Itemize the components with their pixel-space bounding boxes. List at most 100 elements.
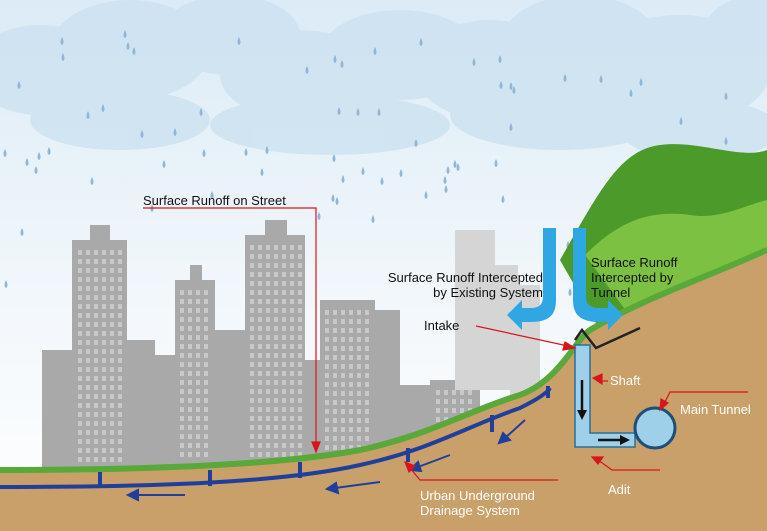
building-window — [250, 380, 254, 385]
building-window — [298, 425, 302, 430]
building-window — [282, 272, 286, 277]
building-window — [365, 328, 369, 333]
building-window — [86, 268, 90, 273]
building-window — [357, 355, 361, 360]
building-window — [298, 254, 302, 259]
building-window — [94, 250, 98, 255]
building-window — [94, 448, 98, 453]
building-window — [196, 353, 200, 358]
building-window — [290, 317, 294, 322]
rain-drop — [47, 147, 51, 155]
adit-label: Adit — [608, 482, 631, 497]
building-window — [452, 399, 456, 404]
building-window — [290, 299, 294, 304]
building-window — [102, 349, 106, 354]
building-window — [196, 398, 200, 403]
building-window — [282, 263, 286, 268]
building-window — [333, 328, 337, 333]
building-window — [188, 362, 192, 367]
building-window — [349, 355, 353, 360]
building-window — [86, 313, 90, 318]
building-window — [204, 443, 208, 448]
building-window — [118, 286, 122, 291]
building-window — [180, 380, 184, 385]
building-window — [188, 308, 192, 313]
building-window — [110, 286, 114, 291]
building-window — [250, 344, 254, 349]
rain-drop — [341, 175, 345, 183]
building-window — [110, 340, 114, 345]
building-window — [118, 331, 122, 336]
building-window — [86, 412, 90, 417]
building-window — [102, 394, 106, 399]
building-window — [282, 317, 286, 322]
building-window — [118, 340, 122, 345]
rain-drop — [173, 128, 177, 136]
building-window — [274, 434, 278, 439]
building-window — [102, 403, 106, 408]
building-window — [290, 245, 294, 250]
building-window — [196, 380, 200, 385]
rain-drop — [162, 160, 166, 168]
building-window — [258, 452, 262, 457]
main-tunnel-label: Main Tunnel — [680, 402, 751, 417]
rain-drop — [509, 123, 513, 131]
building-window — [468, 399, 472, 404]
building-window — [282, 389, 286, 394]
building-window — [110, 394, 114, 399]
building-window — [102, 277, 106, 282]
rain-drop — [414, 139, 418, 147]
building-window — [266, 245, 270, 250]
building-window — [460, 390, 464, 395]
rain-drop — [501, 195, 505, 203]
building-window — [258, 407, 262, 412]
building-window — [365, 418, 369, 423]
building-window — [258, 245, 262, 250]
intercepted-existing-line2: by Existing System — [433, 285, 543, 300]
building-window — [204, 425, 208, 430]
building-window — [266, 398, 270, 403]
building-window — [118, 304, 122, 309]
building-window — [274, 362, 278, 367]
building-window — [325, 364, 329, 369]
building-window — [290, 263, 294, 268]
building-window — [282, 290, 286, 295]
building-window — [110, 376, 114, 381]
building-window — [341, 337, 345, 342]
rain-drop — [4, 280, 8, 288]
building-window — [436, 399, 440, 404]
building-window — [204, 371, 208, 376]
building-window — [325, 400, 329, 405]
building-window — [110, 295, 114, 300]
building-window — [298, 452, 302, 457]
building-window — [258, 353, 262, 358]
building-window — [325, 427, 329, 432]
rain-drop — [17, 81, 21, 89]
building-window — [94, 367, 98, 372]
building-window — [282, 308, 286, 313]
building-window — [250, 335, 254, 340]
building-window — [110, 421, 114, 426]
building-window — [282, 281, 286, 286]
building-window — [250, 263, 254, 268]
building-window — [333, 346, 337, 351]
building-window — [258, 371, 262, 376]
rain-drop — [456, 163, 460, 171]
building-window — [365, 409, 369, 414]
building-window — [118, 412, 122, 417]
building-window — [349, 373, 353, 378]
building-window — [282, 335, 286, 340]
soil-ground — [0, 250, 767, 531]
building-window — [78, 268, 82, 273]
building-window — [204, 344, 208, 349]
building-window — [282, 407, 286, 412]
building-window — [298, 308, 302, 313]
building-window — [94, 430, 98, 435]
intercepted-existing-line1: Surface Runoff Intercepted — [387, 270, 543, 285]
building-window — [341, 418, 345, 423]
building-window — [365, 427, 369, 432]
building-window — [180, 299, 184, 304]
building-window — [452, 390, 456, 395]
building-window — [118, 349, 122, 354]
building-window — [78, 457, 82, 462]
